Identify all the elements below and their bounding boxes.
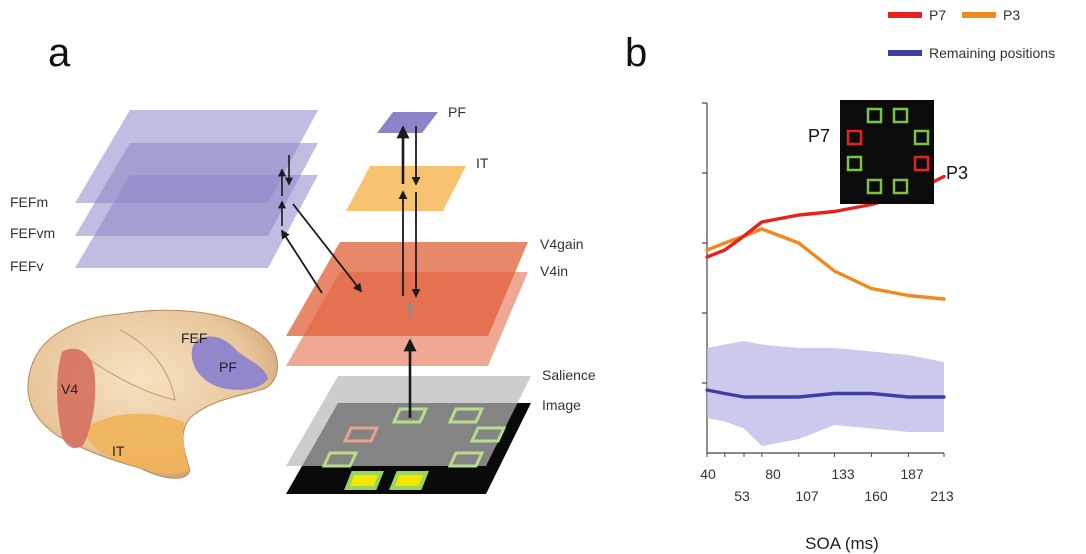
inset-label-p3: P3 xyxy=(946,163,968,183)
salience-stim-4 xyxy=(469,426,507,443)
inset-stim-upper-right xyxy=(913,129,930,146)
it-plane xyxy=(346,166,466,211)
y-axis-ticks xyxy=(702,102,707,384)
image-stim-1 xyxy=(344,471,384,490)
inset-label-p7: P7 xyxy=(808,126,830,146)
panel-b-letter: b xyxy=(625,31,647,75)
legend-label-p7: P7 xyxy=(929,7,946,23)
x-tick-label: 133 xyxy=(831,466,855,482)
x-tick-label: 160 xyxy=(864,488,888,504)
fefm-plane xyxy=(75,110,318,203)
series-line-remaining-positions xyxy=(705,388,946,399)
x-tick-label: 53 xyxy=(734,488,750,504)
salience-stimuli xyxy=(321,407,507,468)
fefv-label: FEFv xyxy=(10,258,43,274)
fefvm-label: FEFvm xyxy=(10,225,55,241)
panel-a: a FEFm FEFvm FEFv PF IT V4gain V4in Sali… xyxy=(10,31,596,494)
inset-background xyxy=(840,100,934,204)
x-axis-title: SOA (ms) xyxy=(805,534,879,553)
inset-stim-top-right xyxy=(892,107,909,124)
brain-it-region xyxy=(84,413,190,474)
inset-stim-bottom-right xyxy=(892,178,909,195)
legend-swatch-remaining xyxy=(888,50,922,56)
x-tick-label: 213 xyxy=(930,488,954,504)
x-tick-labels: 40 80 133 187 53 107 160 213 xyxy=(700,466,954,504)
panel-b: b P7 P3 Remaining positions xyxy=(625,7,1055,553)
salience-stim-2 xyxy=(447,407,485,424)
inset-stim-top-left xyxy=(866,107,883,124)
x-tick-label: 40 xyxy=(700,466,716,482)
x-tick-label: 80 xyxy=(765,466,781,482)
x-axis-ticks xyxy=(706,453,945,457)
series-line-p3 xyxy=(705,227,946,301)
brain-it-label: IT xyxy=(112,443,125,459)
stimulus-inset: P7 P3 xyxy=(808,100,968,204)
inset-stim-lower-left xyxy=(846,155,863,172)
image-stim-2 xyxy=(389,471,429,490)
v4gain-label: V4gain xyxy=(540,236,584,252)
legend-swatch-p7 xyxy=(888,12,922,18)
brain-v4-label: V4 xyxy=(61,381,78,397)
brain-pf-label: PF xyxy=(219,359,237,375)
v4gain-plane xyxy=(286,242,528,336)
fef-plane-stack xyxy=(75,110,318,268)
image-stimuli xyxy=(344,471,429,490)
brain-sulcus-1 xyxy=(119,329,176,401)
brain-v4-region xyxy=(57,348,96,449)
salience-stim-3 xyxy=(342,426,380,443)
brain-pf-region xyxy=(191,336,268,390)
salience-label: Salience xyxy=(542,367,596,383)
legend-label-remaining: Remaining positions xyxy=(929,45,1055,61)
legend-swatch-p3 xyxy=(962,12,996,18)
inset-stim-upper-left xyxy=(846,129,863,146)
image-label: Image xyxy=(542,397,581,413)
legend: P7 P3 Remaining positions xyxy=(888,7,1055,61)
pf-plane xyxy=(377,112,438,133)
v4-to-fef-arrow xyxy=(281,229,323,294)
fef-to-v4-arrow xyxy=(292,203,363,293)
inset-stim-lower-right xyxy=(913,155,930,172)
pf-label: PF xyxy=(448,104,466,120)
it-label: IT xyxy=(476,155,489,171)
v4in-label: V4in xyxy=(540,263,568,279)
brain-sulcus-2 xyxy=(89,359,177,401)
brain-illustration: FEF PF V4 IT xyxy=(27,309,279,479)
inset-stim-bottom-left xyxy=(866,178,883,195)
x-tick-label: 107 xyxy=(795,488,819,504)
salience-stim-1 xyxy=(391,407,429,424)
brain-fef-label: FEF xyxy=(181,330,207,346)
x-tick-label: 187 xyxy=(900,466,924,482)
legend-label-p3: P3 xyxy=(1003,7,1020,23)
panel-a-letter: a xyxy=(48,31,71,75)
salience-stim-5 xyxy=(321,451,359,468)
fefm-label: FEFm xyxy=(10,194,48,210)
salience-stim-6 xyxy=(447,451,485,468)
